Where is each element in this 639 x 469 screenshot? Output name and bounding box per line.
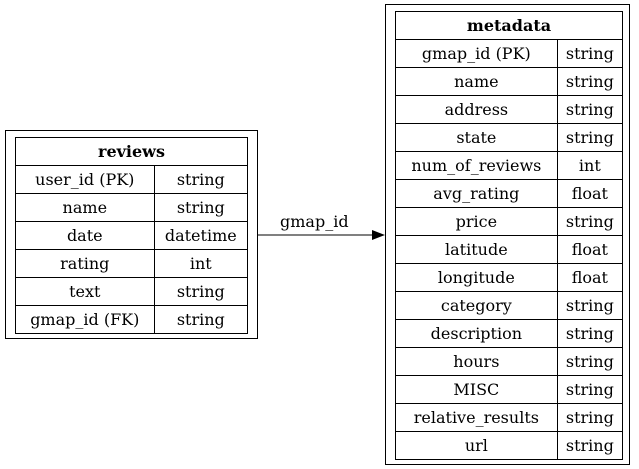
metadata-field-type: float xyxy=(556,263,624,292)
metadata-field-name: avg_rating xyxy=(395,179,558,208)
metadata-field-type: string xyxy=(556,123,624,152)
reviews-field-name: name xyxy=(15,193,155,222)
reviews-field-row: user_id (PK)string xyxy=(15,165,249,194)
metadata-field-name: price xyxy=(395,207,558,236)
metadata-field-name: MISC xyxy=(395,375,558,404)
reviews-title: reviews xyxy=(15,137,248,166)
metadata-field-type: string xyxy=(556,347,624,376)
reviews-field-type: string xyxy=(153,193,249,222)
metadata-field-type: float xyxy=(556,235,624,264)
reviews-field-name: user_id (PK) xyxy=(15,165,155,194)
metadata-field-name: state xyxy=(395,123,558,152)
metadata-field-name: num_of_reviews xyxy=(395,151,558,180)
relation-label: gmap_id xyxy=(280,212,349,231)
metadata-field-name: address xyxy=(395,95,558,124)
metadata-field-name: description xyxy=(395,319,558,348)
metadata-field-name: longitude xyxy=(395,263,558,292)
metadata-field-type: string xyxy=(556,207,624,236)
metadata-field-type: float xyxy=(556,179,624,208)
metadata-field-type: string xyxy=(556,319,624,348)
reviews-field-type: string xyxy=(153,277,249,306)
reviews-field-type: int xyxy=(153,249,249,278)
metadata-field-type: string xyxy=(556,291,624,320)
metadata-field-type: int xyxy=(556,151,624,180)
metadata-title: metadata xyxy=(395,11,623,40)
metadata-field-name: url xyxy=(395,431,558,460)
metadata-field-type: string xyxy=(556,95,624,124)
reviews-field-type: string xyxy=(153,305,249,334)
reviews-field-name: date xyxy=(15,221,155,250)
metadata-field-name: category xyxy=(395,291,558,320)
relation-arrowhead xyxy=(372,230,385,240)
metadata-field-row: gmap_id (PK)string xyxy=(395,39,624,68)
metadata-field-type: string xyxy=(556,431,624,460)
metadata-field-type: string xyxy=(556,403,624,432)
metadata-field-name: name xyxy=(395,67,558,96)
metadata-field-type: string xyxy=(556,67,624,96)
metadata-field-name: latitude xyxy=(395,235,558,264)
metadata-field-name: hours xyxy=(395,347,558,376)
reviews-header-row: reviews xyxy=(15,137,248,166)
metadata-field-type: string xyxy=(556,39,624,68)
metadata-field-name: relative_results xyxy=(395,403,558,432)
reviews-field-row: gmap_id (FK)string xyxy=(15,305,249,334)
metadata-header-row: metadata xyxy=(395,11,623,40)
reviews-field-name: gmap_id (FK) xyxy=(15,305,155,334)
reviews-field-type: string xyxy=(153,165,249,194)
reviews-field-type: datetime xyxy=(153,221,249,250)
reviews-field-name: text xyxy=(15,277,155,306)
metadata-field-type: string xyxy=(556,375,624,404)
metadata-field-name: gmap_id (PK) xyxy=(395,39,558,68)
reviews-field-name: rating xyxy=(15,249,155,278)
